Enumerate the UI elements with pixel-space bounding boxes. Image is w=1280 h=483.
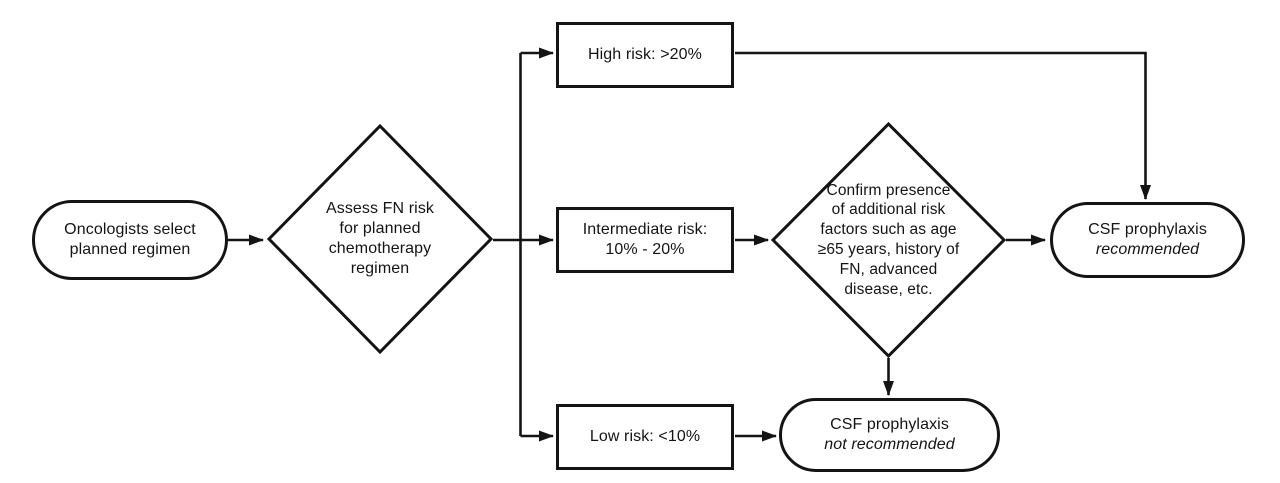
- node-csf-recommended: CSF prophylaxis recommended: [1050, 202, 1245, 278]
- diamond-outline: [771, 122, 1006, 358]
- node-confirm-risk-factors-label: Confirm presence of additional risk fact…: [817, 181, 960, 298]
- node-csf-not-recommended-line1: CSF prophylaxis: [830, 416, 949, 433]
- node-assess-fn-risk: Assess FN risk for planned chemotherapy …: [267, 124, 493, 354]
- diamond-outline: [267, 124, 493, 354]
- node-start: Oncologists select planned regimen: [32, 200, 228, 280]
- node-intermediate-risk: Intermediate risk: 10% - 20%: [556, 207, 734, 273]
- node-csf-recommended-line2: recommended: [1095, 241, 1200, 258]
- node-start-label: Oncologists select planned regimen: [64, 221, 196, 258]
- node-high-risk-label: High risk: >20%: [588, 46, 702, 63]
- node-csf-recommended-line1: CSF prophylaxis: [1088, 221, 1207, 238]
- node-high-risk: High risk: >20%: [556, 22, 734, 88]
- node-confirm-risk-factors: Confirm presence of additional risk fact…: [771, 122, 1006, 358]
- node-low-risk: Low risk: <10%: [556, 404, 734, 470]
- node-low-risk-label: Low risk: <10%: [589, 428, 701, 445]
- node-intermediate-risk-label: Intermediate risk: 10% - 20%: [582, 221, 708, 258]
- node-csf-not-recommended: CSF prophylaxis not recommended: [779, 398, 1000, 472]
- node-csf-not-recommended-line2: not recommended: [824, 436, 955, 453]
- node-assess-fn-risk-label: Assess FN risk for planned chemotherapy …: [325, 200, 435, 277]
- connector-assess-trunk: [493, 53, 522, 436]
